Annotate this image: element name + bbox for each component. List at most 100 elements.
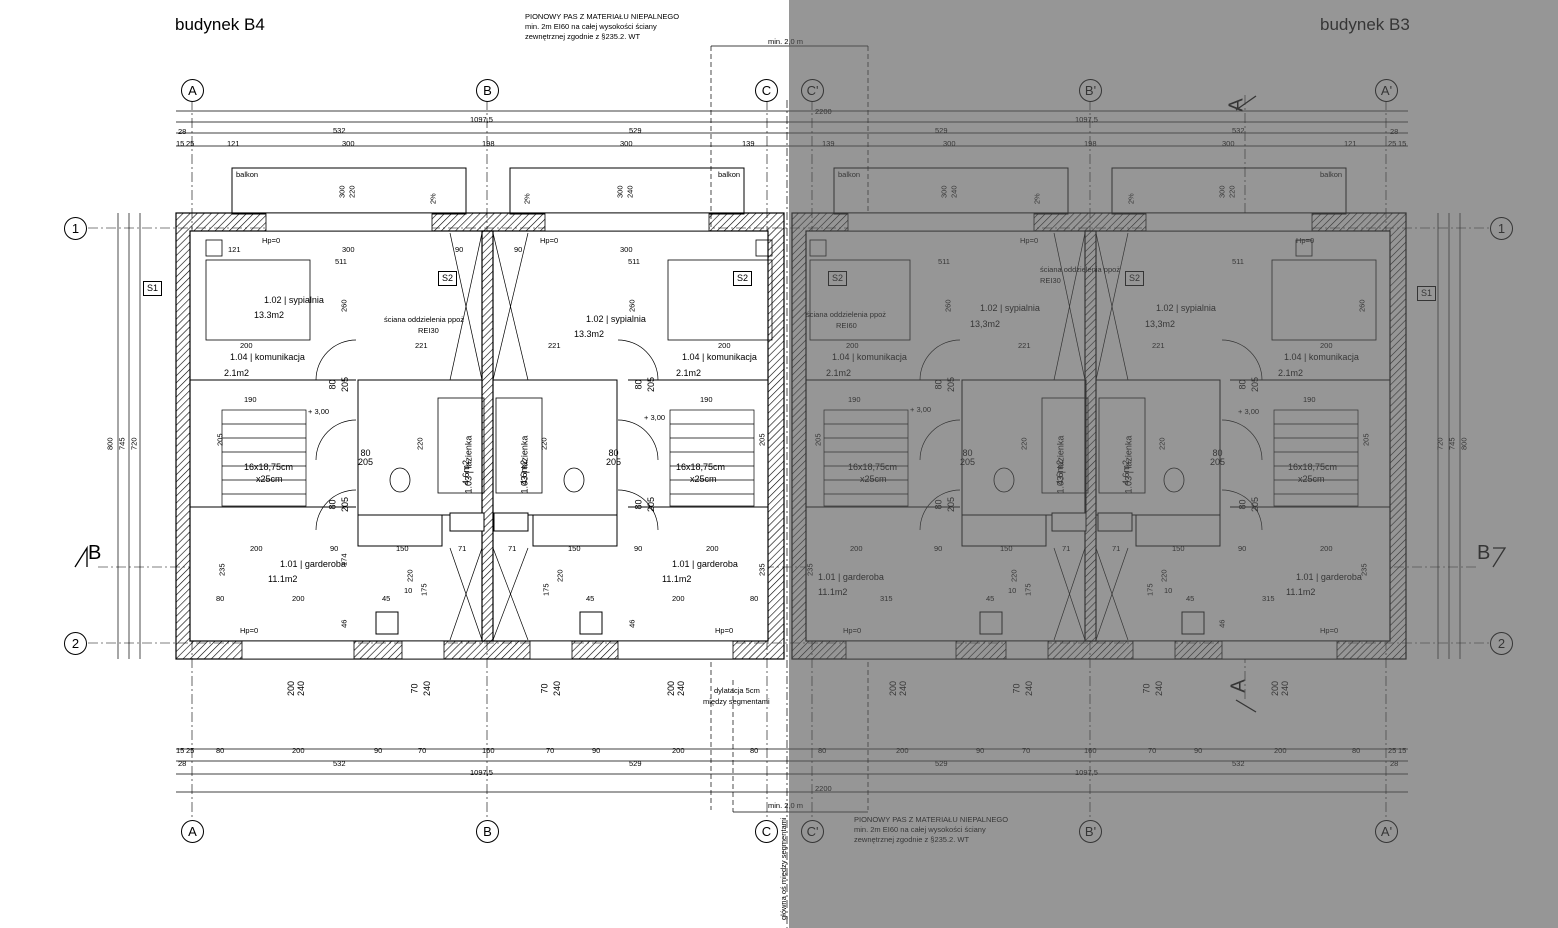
section-s2: S2 — [828, 271, 848, 286]
section-s2: S2 — [733, 271, 753, 286]
stairs-label: x25cm — [256, 474, 283, 484]
door-size-vertical: 80 — [1237, 379, 1248, 390]
slope-label: 2% — [1032, 193, 1042, 205]
door-size-vertical: 205 — [1250, 376, 1261, 393]
room-area: 4.6m2 — [461, 459, 472, 486]
dim-200: 200 — [250, 544, 263, 553]
room-number: 1.01 — [280, 559, 298, 569]
dim-221: 221 — [415, 341, 428, 350]
dim-90: 90 — [455, 245, 464, 254]
dim-46: 46 — [339, 619, 349, 628]
room-number: 1.04 — [1284, 352, 1302, 362]
dim-260: 260 — [627, 299, 637, 313]
dilatation-line-1: dylatacja 5cm — [714, 686, 760, 695]
room-area: 11.1m2 — [662, 574, 692, 584]
dim-235: 235 — [217, 563, 227, 577]
room-name: sypialnia — [610, 314, 646, 324]
dim-bottom-b3: 80 — [818, 746, 827, 755]
dim-bottom-b3: 200 — [1274, 746, 1287, 755]
dim-bottom: 90 — [374, 746, 383, 755]
room-area: 11.1m2 — [818, 587, 848, 597]
note-line: PIONOWY PAS Z MATERIAŁU NIEPALNEGO — [525, 12, 680, 21]
stairs-label: 16x18,75cm — [1288, 462, 1338, 472]
room-number: 1.01 — [1296, 572, 1314, 582]
dim-511: 511 — [938, 257, 950, 266]
window-dim: 240 — [1154, 680, 1165, 697]
dim-28-br: 28 — [1390, 759, 1399, 768]
dim-25-tl: 25 — [186, 139, 195, 148]
dim-175: 175 — [1023, 583, 1033, 597]
dim-bottom-b3: 80 — [1352, 746, 1361, 755]
note-line: min. 2m EI60 na całej wysokości ściany — [854, 825, 986, 834]
min-distance-top: min. 2,0 m — [768, 37, 804, 46]
dim-220: 220 — [405, 569, 415, 583]
room-area: 13,3m2 — [1145, 319, 1176, 329]
dim-15-br: 15 — [1398, 746, 1407, 755]
fire-strip-note-top: PIONOWY PAS Z MATERIAŁU NIEPALNEGO min. … — [525, 12, 700, 42]
dim-28-bl: 28 — [178, 759, 187, 768]
section-a-top: A — [1225, 98, 1248, 112]
dim-10: 10 — [404, 586, 413, 595]
dim-300: 300 — [939, 185, 949, 199]
room-bedroom: 1.02 | sypialnia — [586, 314, 646, 324]
window-dim: 200 — [888, 680, 899, 697]
dim-150: 150 — [396, 544, 409, 553]
room-area: 4.6m2 — [519, 459, 530, 486]
fire-wall-label: ściana oddzielenia ppoż — [384, 315, 465, 324]
dim-15-tr: 15 — [1398, 139, 1407, 148]
dim-bottom-b3: 70 — [1148, 746, 1157, 755]
dim-220: 220 — [1227, 185, 1237, 199]
hp-label: Hp=0 — [262, 236, 281, 245]
dim-15-tl: 15 — [176, 139, 185, 148]
dim-total-top-right: 1097,5 — [1075, 115, 1098, 124]
door-size-vertical: 80 — [933, 499, 944, 510]
axis-1-left: 1 — [64, 217, 87, 240]
dim-315: 315 — [1262, 594, 1275, 603]
dim-745-left: 745 — [117, 437, 127, 451]
room-area: 13.3m2 — [254, 310, 285, 320]
dim-220: 220 — [1157, 437, 1167, 451]
dim-top: 139 — [742, 139, 755, 148]
dim-200: 200 — [240, 341, 253, 350]
room-corridor: 1.04 | komunikacja — [1284, 352, 1359, 362]
axis-a-prime-top: A' — [1375, 79, 1398, 102]
hp-label: Hp=0 — [240, 626, 259, 635]
section-s2: S2 — [438, 271, 458, 286]
dim-90: 90 — [934, 544, 943, 553]
dim-2200-top: 2200 — [815, 107, 832, 116]
room-name: komunikacja — [706, 352, 757, 362]
dim-121: 121 — [228, 245, 241, 254]
axis-c-bottom: C — [755, 820, 778, 843]
dim-220: 220 — [555, 569, 565, 583]
section-s2: S2 — [1125, 271, 1145, 286]
stairs-label: 16x18,75cm — [676, 462, 726, 472]
dim-190: 190 — [700, 395, 713, 404]
window-dim: 240 — [676, 680, 687, 697]
axis-1-right: 1 — [1490, 217, 1513, 240]
room-name: komunikacja — [254, 352, 305, 362]
fire-strip-note-bottom: PIONOWY PAS Z MATERIAŁU NIEPALNEGO min. … — [854, 815, 1029, 845]
axis-a-top: A — [181, 79, 204, 102]
balcony-label: balkon — [718, 170, 741, 179]
window-dim: 70 — [1141, 683, 1152, 694]
slope-label: 2% — [522, 193, 532, 205]
fire-wall-class: REI30 — [1040, 276, 1061, 285]
level-mark: + 3,00 — [308, 407, 330, 416]
section-s1-right: S1 — [1417, 286, 1437, 301]
dim-221: 221 — [1018, 341, 1031, 350]
axis-c-prime-top: C' — [801, 79, 824, 102]
dim-bottom-b3: 70 — [1022, 746, 1031, 755]
dim-315: 315 — [880, 594, 893, 603]
main-axis-label: główna oś między segmentami — [779, 817, 788, 920]
hp-label: Hp=0 — [843, 626, 862, 635]
room-name: garderoba — [696, 559, 738, 569]
dim-175: 175 — [1145, 583, 1155, 597]
dim-25-tr: 25 — [1388, 139, 1397, 148]
door-size-vertical: 80 — [633, 499, 644, 510]
dim-28-tr: 28 — [1390, 127, 1399, 136]
stairs-label: x25cm — [860, 474, 887, 484]
min-distance-bottom: min. 2,0 m — [768, 801, 804, 810]
window-dim: 240 — [552, 680, 563, 697]
dim-bottom: 80 — [216, 746, 225, 755]
fire-wall-class: REI60 — [836, 321, 857, 330]
